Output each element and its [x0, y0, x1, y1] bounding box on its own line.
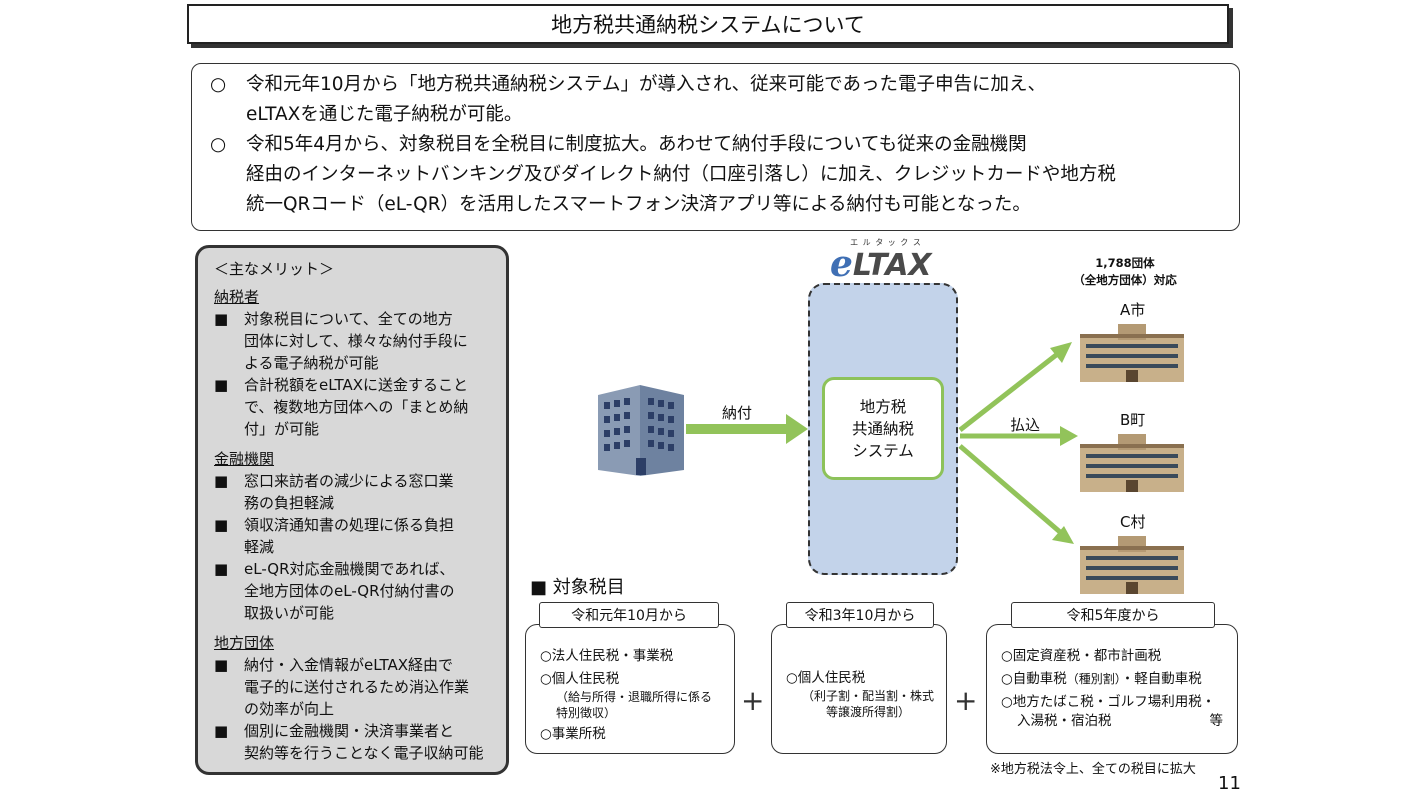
tax-item: ○個人住民税 [540, 671, 620, 687]
tax-group-r1: ○法人住民税・事業税 ○個人住民税 （給与所得・退職所得に係る 特別徴収） ○事… [525, 624, 735, 754]
tax-group-label-r3: 令和3年10月から [786, 602, 934, 628]
tax-group-label-r1: 令和元年10月から [539, 602, 719, 628]
transfer-arrows [958, 342, 1078, 544]
square-bullet-icon: ■ [214, 560, 229, 578]
city-label-b: B町 [1120, 411, 1146, 429]
circle-bullet-icon: ○ [210, 74, 227, 95]
merit-line: の効率が向上 [244, 700, 335, 718]
tax-item: ○自動車税（種別割）・軽自動車税 [1001, 670, 1229, 689]
merits-header: ＜主なメリット＞ [214, 260, 335, 278]
payment-arrow [686, 414, 808, 444]
intro-text-line: 令和元年10月から「地方税共通納税システム」が導入され、従来可能であった電子申告… [246, 74, 1046, 95]
intro-bullet-2: ○ 令和5年4月から、対象税目を全税目に制度拡大。あわせて納付手段についても従来… [210, 130, 1225, 220]
tax-item: ○法人住民税・事業税 [540, 648, 674, 664]
tax-item: ○個人住民税 [786, 670, 866, 686]
coverage-line: （全地方団体）対応 [1073, 273, 1177, 287]
merit-item: ■ 領収済通知書の処理に係る負担軽減 [214, 514, 496, 558]
intro-bullet-1: ○ 令和元年10月から「地方税共通納税システム」が導入され、従来可能であった電子… [210, 70, 1225, 130]
merits-section-local-gov: 地方団体 [214, 634, 275, 652]
plus-sign: + [954, 684, 978, 717]
square-bullet-icon: ■ [214, 516, 229, 534]
city-label-c: C村 [1120, 513, 1146, 531]
tax-item: ○地方たばこ税・ゴルフ場利用税・ [1001, 694, 1216, 710]
square-bullet-icon: ■ [214, 656, 229, 674]
tax-group-r5: ○固定資産税・都市計画税 ○自動車税（種別割）・軽自動車税 ○地方たばこ税・ゴル… [986, 624, 1238, 754]
system-label-line: 地方税 [859, 397, 907, 416]
city-hall-icon-a [1080, 324, 1184, 382]
tax-item-main: 入湯税・宿泊税 [1017, 713, 1112, 729]
merits-section-taxpayer: 納税者 [214, 288, 260, 306]
tax-item-tail: 等 [1209, 713, 1224, 729]
merit-line: 対象税目について、全ての地方 [244, 310, 453, 328]
intro-text-line: 経由のインターネットバンキング及びダイレクト納付（口座引落し）に加え、クレジット… [246, 164, 1116, 185]
merits-panel: ＜主なメリット＞ 納税者 ■ 対象税目について、全ての地方団体に対して、様々な納… [195, 245, 509, 775]
payment-label: 納付 [722, 404, 753, 422]
eltax-logo: e LTAX [830, 246, 932, 282]
tax-group-r3: ○個人住民税 （利子割・配当割・株式 等譲渡所得割） [771, 624, 947, 754]
common-tax-system-box: 地方税 共通納税 システム [822, 377, 944, 480]
tax-item-cont: 入湯税・宿泊税 等 [1001, 712, 1229, 731]
merit-line: eL-QR対応金融機関であれば、 [244, 560, 455, 578]
merit-line: 領収済通知書の処理に係る負担 [244, 516, 455, 534]
merit-item: ■ 合計税額をeLTAXに送金することで、複数地方団体への「まとめ納付」が可能 [214, 374, 496, 440]
coverage-count: 1,788団体 （全地方団体）対応 [1070, 255, 1180, 289]
merit-line: 納付・入金情報がeLTAX経由で [244, 656, 454, 674]
merit-item: ■ 窓口来訪者の減少による窓口業務の負担軽減 [214, 470, 496, 514]
merit-line: 合計税額をeLTAXに送金すること [244, 376, 469, 394]
merit-line: 全地方団体のeL-QR付納付書の [244, 582, 455, 600]
city-hall-icon-c [1080, 536, 1184, 594]
intro-text-line: 統一QRコード（eL-QR）を活用したスマートフォン決済アプリ等による納付も可能… [246, 194, 1031, 215]
merit-line: 個別に金融機関・決済事業者と [244, 722, 455, 740]
footnote: ※地方税法令上、全ての税目に拡大 [990, 762, 1196, 777]
merit-line: 取扱いが可能 [244, 604, 335, 622]
merit-line: 電子的に送付されるため消込作業 [244, 678, 470, 696]
logo-ruby: エ ル タ ッ ク ス [850, 238, 922, 247]
logo-ltax: LTAX [852, 248, 932, 283]
tax-item-note: （種別割） [1066, 672, 1121, 686]
merit-line: 付」が可能 [244, 420, 320, 438]
merit-item: ■ eL-QR対応金融機関であれば、全地方団体のeL-QR付納付書の取扱いが可能 [214, 558, 496, 624]
page-number: 11 [1218, 773, 1241, 794]
tax-item-note: （利子割・配当割・株式 等譲渡所得割） [801, 689, 934, 719]
system-label-line: 共通納税 [851, 419, 914, 438]
merit-line: 契約等を行うことなく電子収納可能 [244, 744, 484, 762]
merit-item: ■ 納付・入金情報がeLTAX経由で電子的に送付されるため消込作業の効率が向上 [214, 654, 496, 720]
merit-line: 軽減 [244, 538, 275, 556]
intro-text-line: eLTAXを通じた電子納税が可能。 [246, 104, 523, 125]
city-label-a: A市 [1120, 301, 1146, 319]
merits-section-financial: 金融機関 [214, 450, 275, 468]
target-taxes-title: ■ 対象税目 [530, 577, 625, 598]
office-building-icon [598, 385, 684, 476]
coverage-line: 1,788団体 [1095, 256, 1155, 270]
merit-item: ■ 個別に金融機関・決済事業者と契約等を行うことなく電子収納可能 [214, 720, 496, 764]
city-hall-icon-b [1080, 434, 1184, 492]
tax-item-main: ○自動車税 [1001, 671, 1067, 687]
tax-item: ○固定資産税・都市計画税 [1001, 648, 1162, 664]
tax-group-label-r5: 令和5年度から [1011, 602, 1215, 628]
square-bullet-icon: ■ [214, 472, 229, 490]
merit-line: 務の負担軽減 [244, 494, 335, 512]
tax-item: ○事業所税 [540, 726, 606, 742]
merit-line: よる電子納税が可能 [244, 354, 379, 372]
page-title: 地方税共通納税システムについて [187, 4, 1229, 44]
merit-line: 団体に対して、様々な納付手段に [244, 332, 468, 350]
circle-bullet-icon: ○ [210, 134, 227, 155]
merit-line: で、複数地方団体への「まとめ納 [244, 398, 469, 416]
merit-item: ■ 対象税目について、全ての地方団体に対して、様々な納付手段による電子納税が可能 [214, 308, 496, 374]
square-bullet-icon: ■ [214, 310, 229, 328]
transfer-label: 払込 [1010, 416, 1041, 434]
tax-item-note: （給与所得・退職所得に係る 特別徴収） [556, 690, 713, 720]
intro-box: ○ 令和元年10月から「地方税共通納税システム」が導入され、従来可能であった電子… [191, 63, 1240, 231]
logo-e: e [830, 243, 853, 285]
merit-line: 窓口来訪者の減少による窓口業 [244, 472, 454, 490]
square-bullet-icon: ■ [214, 376, 229, 394]
plus-sign: + [741, 684, 765, 717]
intro-text-line: 令和5年4月から、対象税目を全税目に制度拡大。あわせて納付手段についても従来の金… [246, 134, 1027, 155]
tax-item-main: ・軽自動車税 [1120, 671, 1202, 687]
system-label-line: システム [852, 441, 914, 460]
square-bullet-icon: ■ [214, 722, 229, 740]
